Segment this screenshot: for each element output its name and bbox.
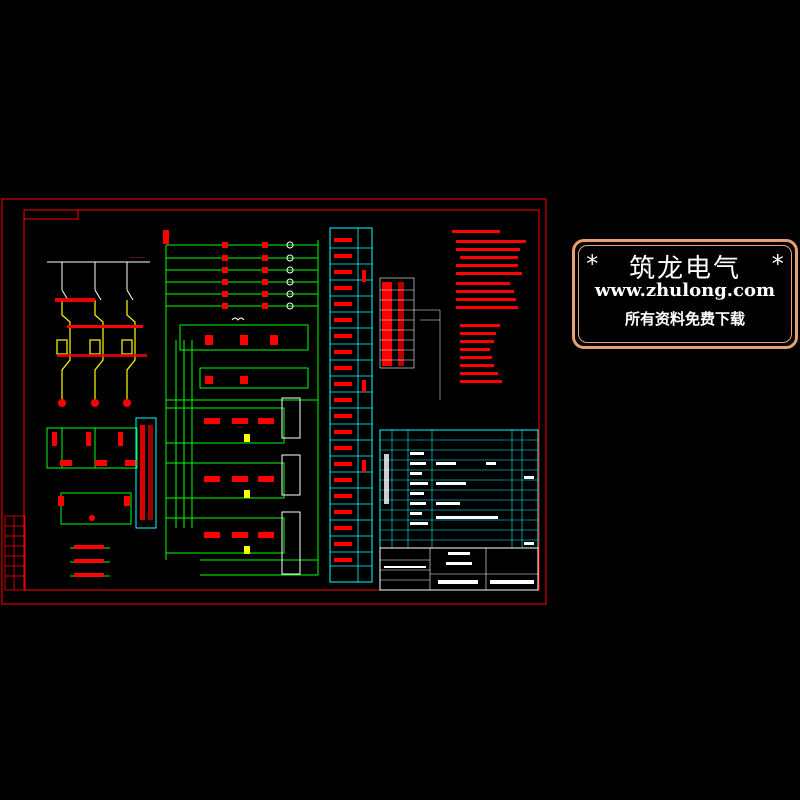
indicator-lamp-icon	[58, 399, 66, 407]
indicator-lamp-icon	[91, 399, 99, 407]
stamp-inner-border	[578, 245, 792, 343]
watermark-url: www.zhulong.com	[594, 280, 776, 301]
relay-contacts	[163, 230, 301, 575]
notes-area	[379, 230, 526, 400]
terminal-strip-left	[135, 417, 157, 529]
watermark-subtitle: 所有资料免费下载	[624, 310, 745, 328]
indicator-lamp-icon	[286, 254, 294, 262]
terminal-column	[329, 227, 373, 583]
zhulong-watermark-stamp: * * 筑龙电气 www.zhulong.com 所有资料免费下载	[572, 239, 798, 349]
left-control-symbols	[52, 432, 137, 577]
indicator-lamp-icon	[286, 278, 294, 286]
watermark-title: 筑龙电气	[628, 254, 741, 284]
control-wiring	[165, 240, 319, 576]
svg-text:———: ———	[130, 255, 145, 261]
materials-table	[379, 429, 539, 549]
indicator-lamp-icon	[123, 399, 131, 407]
indicator-lamp-icon	[286, 302, 294, 310]
title-block	[379, 547, 539, 591]
power-circuit: ———	[47, 255, 150, 407]
drawing-frame	[1, 198, 547, 605]
indicator-lamp-icon	[286, 290, 294, 298]
revision-strip	[4, 515, 26, 591]
star-icon: *	[770, 250, 785, 278]
indicator-lamp-icon	[286, 241, 294, 249]
star-icon: *	[585, 250, 600, 278]
indicator-lamp-icon	[286, 266, 294, 274]
